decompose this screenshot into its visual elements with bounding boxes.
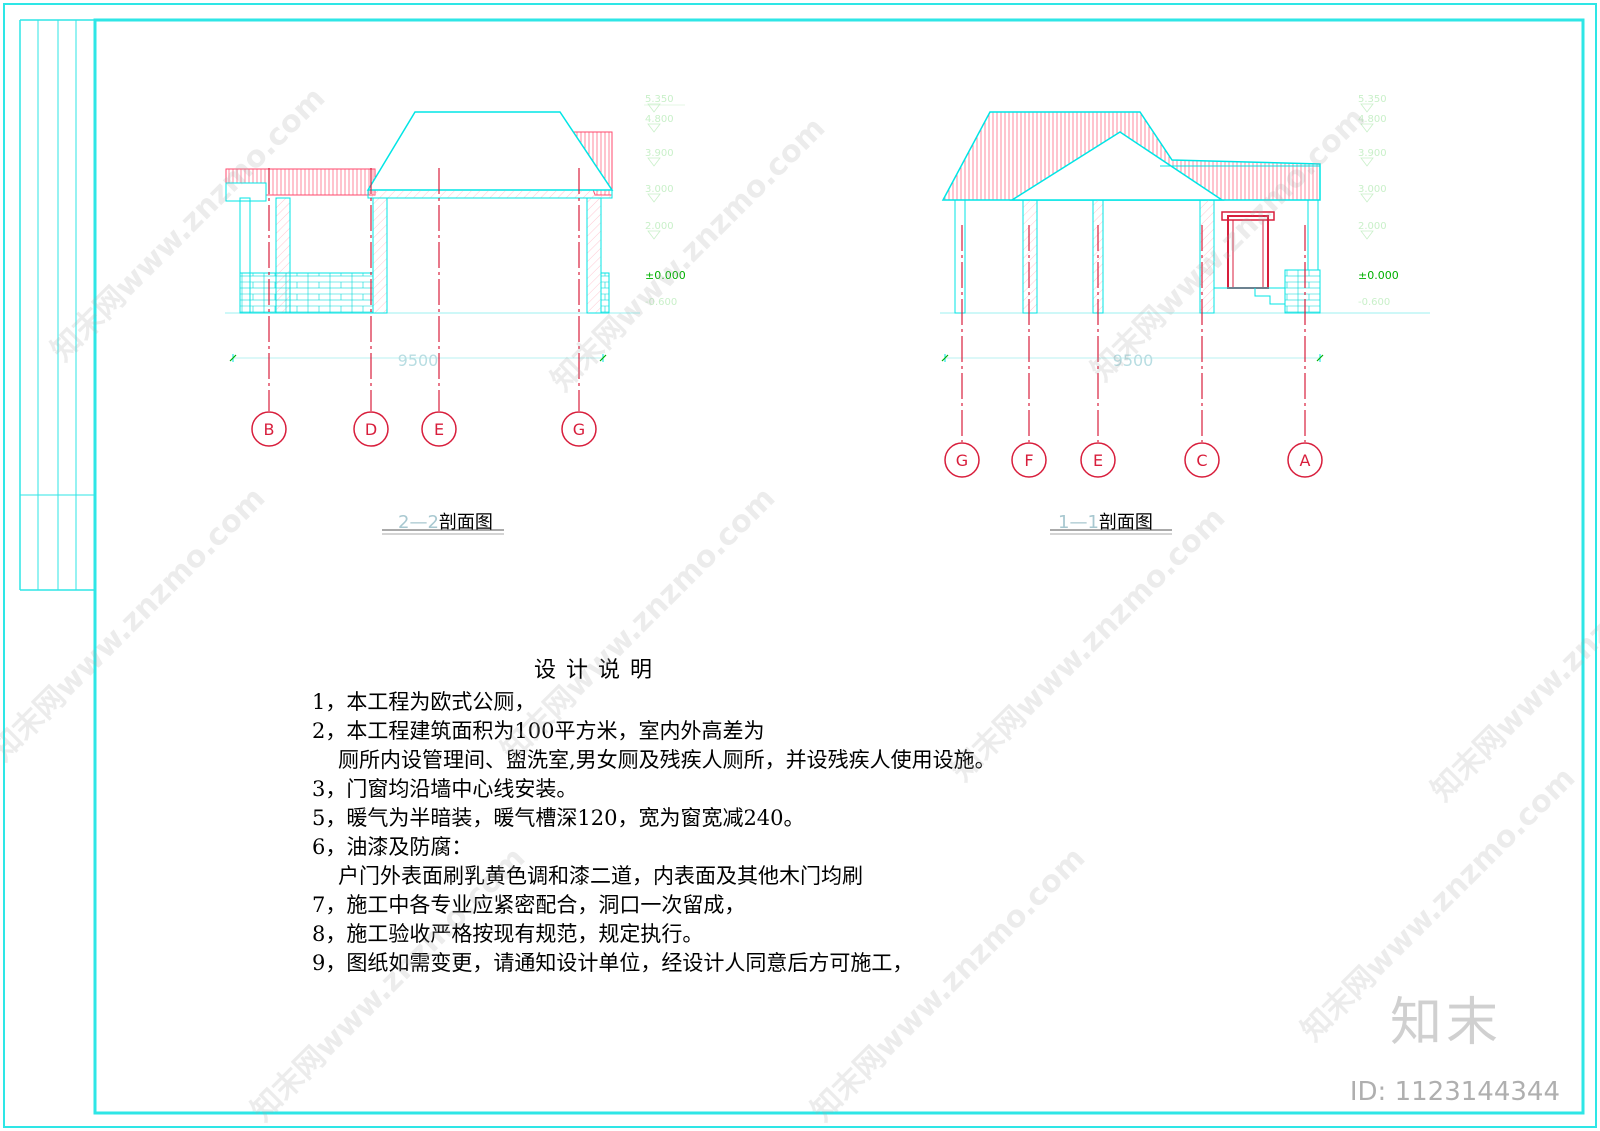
svg-text:3.900: 3.900 (645, 148, 674, 159)
section-2-2-title: 2—2剖面图 (398, 508, 493, 534)
svg-text:±0.000: ±0.000 (645, 269, 686, 282)
svg-text:2.000: 2.000 (1358, 221, 1387, 232)
svg-text:3.900: 3.900 (1358, 148, 1387, 159)
design-note-line: 1，本工程为欧式公厕， (312, 690, 536, 714)
svg-text:3.000: 3.000 (645, 184, 674, 195)
axis-bubble-C: C (1184, 442, 1220, 478)
section-1-1-axes: G F E C A (944, 225, 1323, 478)
svg-text:E: E (434, 420, 444, 439)
section-2-2-drawing: 9500 (225, 111, 640, 370)
axis-bubble-D: D (353, 411, 389, 447)
axis-bubble-A: A (1287, 442, 1323, 478)
section-1-1-title-text: 剖面图 (1098, 512, 1153, 533)
svg-text:A: A (1300, 451, 1311, 470)
svg-text:D: D (365, 420, 377, 439)
section-1-1-title: 1—1剖面图 (1058, 508, 1153, 534)
drawing-frame (3, 3, 1597, 1128)
design-note-line: 厕所内设管理间、盥洗室,男女厕及残疾人厕所，并设残疾人使用设施。 (338, 748, 996, 772)
svg-text:-0.600: -0.600 (1358, 297, 1390, 308)
svg-text:C: C (1196, 451, 1207, 470)
svg-text:B: B (264, 420, 275, 439)
axis-bubble-F: F (1011, 442, 1047, 478)
design-note-line: 3，门窗均沿墙中心线安装。 (312, 777, 578, 801)
svg-text:4.800: 4.800 (1358, 114, 1387, 125)
design-note-line: 8，施工验收严格按现有规范，规定执行。 (312, 922, 704, 946)
watermark-logo: 知末 (1389, 993, 1502, 1053)
svg-text:4.800: 4.800 (645, 114, 674, 125)
svg-text:5.350: 5.350 (1358, 94, 1387, 105)
design-notes: 设计说明 1，本工程为欧式公厕， 2，本工程建筑面积为100平方米，室内外高差为厕… (312, 652, 1312, 978)
design-notes-title: 设计说明 (534, 658, 663, 683)
section-1-1-drawing: 9500 (940, 111, 1430, 370)
svg-text:G: G (573, 420, 585, 439)
axis-bubble-E: E (1080, 442, 1116, 478)
watermark-id: ID: 1123144344 (1349, 1077, 1560, 1107)
section-1-1-number: 1—1 (1058, 512, 1099, 533)
design-note-line: 7，施工中各专业应紧密配合，洞口一次留成， (312, 893, 746, 917)
svg-text:E: E (1093, 451, 1103, 470)
axis-bubble-E: E (421, 411, 457, 447)
elevation-marks-right: 5.350 4.800 3.900 3.000 2.000 ±0.000 -0.… (1358, 94, 1399, 308)
svg-text:2.000: 2.000 (645, 221, 674, 232)
section-2-2-title-text: 剖面图 (438, 512, 493, 533)
axis-bubble-G: G (561, 411, 597, 447)
axis-bubble-B: B (251, 411, 287, 447)
design-note-line: 5，暖气为半暗装，暖气槽深120，宽为窗宽减240。 (312, 806, 805, 830)
design-note-line: 9，图纸如需变更，请通知设计单位，经设计人同意后方可施工， (312, 951, 914, 975)
design-notes-list: 1，本工程为欧式公厕， 2，本工程建筑面积为100平方米，室内外高差为厕所内设管理… (312, 688, 1312, 978)
svg-text:F: F (1024, 451, 1033, 470)
svg-text:5.350: 5.350 (645, 94, 674, 105)
design-note-line: 2，本工程建筑面积为100平方米，室内外高差为 (312, 719, 765, 743)
svg-text:3.000: 3.000 (1358, 184, 1387, 195)
section-2-2-number: 2—2 (398, 512, 439, 533)
axis-bubble-G: G (944, 442, 980, 478)
elevation-marks-left: 5.350 4.800 3.900 3.000 2.000 ±0.000 -0.… (644, 94, 686, 308)
design-note-line: 户门外表面刷乳黄色调和漆二道，内表面及其他木门均刷 (338, 864, 863, 888)
section-1-1-dimension: 9500 (1113, 351, 1154, 370)
design-note-line: 6，油漆及防腐： (312, 835, 473, 859)
section-2-2-axes: B D E G (251, 168, 597, 447)
svg-text:±0.000: ±0.000 (1358, 269, 1399, 282)
section-2-2-dimension: 9500 (398, 351, 439, 370)
svg-text:-0.600: -0.600 (645, 297, 677, 308)
svg-text:G: G (956, 451, 968, 470)
